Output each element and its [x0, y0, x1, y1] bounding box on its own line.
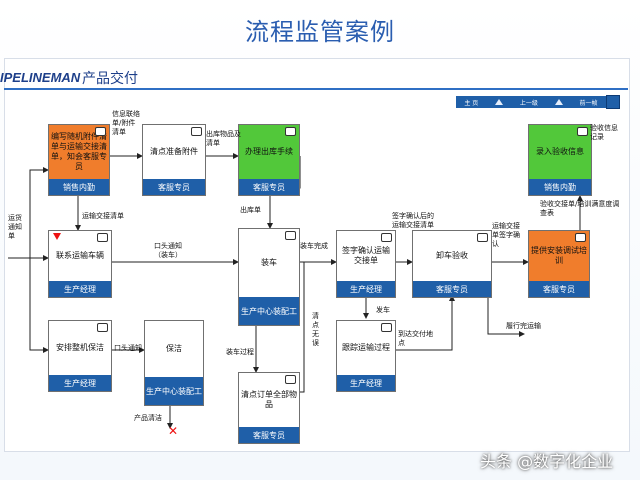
- red-x-icon: ✕: [168, 424, 179, 438]
- comment-icon: [285, 375, 296, 384]
- edge-label: 履行完运输: [506, 322, 541, 330]
- comment-icon: [95, 127, 106, 136]
- menu-icon[interactable]: [606, 95, 620, 109]
- task-label: 保洁: [166, 344, 182, 353]
- role-label: 生产经理: [49, 375, 111, 391]
- edge-label: 出库物品及清单: [206, 130, 241, 147]
- section-title: 产品交付: [82, 71, 138, 87]
- task-label: 装车: [261, 258, 277, 267]
- brand-logo: IPELINEMAN: [0, 70, 81, 85]
- task-node[interactable]: 清点准备附件 客服专员: [142, 124, 206, 196]
- role-label: 销售内勤: [529, 179, 591, 195]
- task-label: 签字确认运输交接单: [342, 246, 390, 265]
- role-label: 客服专员: [239, 427, 299, 443]
- slide-title: 流程监管案例: [245, 18, 395, 46]
- edge-label: 验收信息记录: [590, 124, 618, 141]
- role-label: 客服专员: [413, 281, 491, 297]
- task-node[interactable]: 卸车验收 客服专员: [412, 230, 492, 298]
- edge-label: 产品清洁: [134, 414, 162, 422]
- nav-home[interactable]: 主 页: [464, 99, 479, 107]
- comment-icon: [381, 323, 392, 332]
- edge-label: 清点无误: [312, 312, 319, 347]
- comment-icon: [381, 233, 392, 242]
- task-node[interactable]: 提供安装调试培训 客服专员: [528, 230, 590, 298]
- edge-label: 验收交接单/培训满意度调查表: [540, 200, 620, 217]
- nav-prev[interactable]: 前一帧: [579, 99, 598, 107]
- task-label: 跟踪运输过程: [342, 343, 390, 352]
- task-node[interactable]: 跟踪运输过程 生产经理: [336, 320, 396, 392]
- role-label: 生产经理: [337, 281, 395, 297]
- edge-label: 装车过程: [226, 348, 254, 356]
- comment-icon: [97, 323, 108, 332]
- watermark: 头条 @数字化企业: [480, 452, 614, 471]
- role-label: 客服专员: [529, 281, 589, 297]
- task-node[interactable]: 办理出库手续 客服专员: [238, 124, 300, 196]
- comment-icon: [191, 127, 202, 136]
- role-label: 生产经理: [337, 375, 395, 391]
- task-label: 安排整机保洁: [56, 343, 104, 352]
- red-flag-icon: [53, 233, 61, 240]
- role-label: 客服专员: [143, 179, 205, 195]
- comment-icon: [477, 233, 488, 242]
- edge-label: 运输交接清单: [82, 212, 124, 220]
- edge-label: 运输交接单签字确认: [492, 222, 520, 248]
- edge-label: 信息联络单/附件清单: [112, 110, 140, 136]
- role-label: 生产中心装配工: [145, 377, 203, 405]
- task-node[interactable]: 清点订单全部物品 客服专员: [238, 372, 300, 444]
- edge-label: 运货通知单: [8, 214, 22, 240]
- task-label: 卸车验收: [436, 251, 468, 260]
- task-node[interactable]: 录入验收信息 销售内勤: [528, 124, 592, 196]
- task-node[interactable]: 装车 生产中心装配工: [238, 228, 300, 326]
- comment-icon: [285, 127, 296, 136]
- role-label: 客服专员: [239, 179, 299, 195]
- task-node[interactable]: 编写随机附件清单与运输交接清单，知会客服专员 销售内勤: [48, 124, 110, 196]
- arrow-up-icon[interactable]: [554, 99, 563, 105]
- task-label: 编写随机附件清单与运输交接清单，知会客服专员: [49, 125, 109, 179]
- arrow-up-icon[interactable]: [495, 99, 504, 105]
- edge-label: 出库单: [240, 206, 261, 214]
- nav-bar: 主 页 上一级 前一帧: [456, 96, 606, 108]
- role-label: 生产经理: [49, 281, 111, 297]
- task-node[interactable]: 安排整机保洁 生产经理: [48, 320, 112, 392]
- task-label: 清点订单全部物品: [241, 390, 297, 409]
- comment-icon: [577, 127, 588, 136]
- edge-label: 到达交付地点: [398, 330, 433, 347]
- task-node[interactable]: 签字确认运输交接单 生产经理: [336, 230, 396, 298]
- role-label: 销售内勤: [49, 179, 109, 195]
- edge-label: 口头通知: [114, 344, 142, 352]
- nav-up[interactable]: 上一级: [519, 99, 538, 107]
- comment-icon: [285, 231, 296, 240]
- role-label: 生产中心装配工: [239, 297, 299, 325]
- edge-label: 发车: [376, 306, 390, 314]
- task-node[interactable]: 保洁 生产中心装配工: [144, 320, 204, 406]
- edge-label: 口头通知（装车）: [154, 242, 182, 259]
- edge-label: 装车完成: [300, 242, 328, 250]
- edge-label: 签字确认后的运输交接清单: [392, 212, 434, 229]
- task-label: 联系运输车辆: [56, 251, 104, 260]
- task-node[interactable]: 联系运输车辆 生产经理: [48, 230, 112, 298]
- header-rule: [4, 88, 628, 90]
- task-label: 清点准备附件: [150, 147, 198, 156]
- comment-icon: [575, 233, 586, 242]
- comment-icon: [97, 233, 108, 242]
